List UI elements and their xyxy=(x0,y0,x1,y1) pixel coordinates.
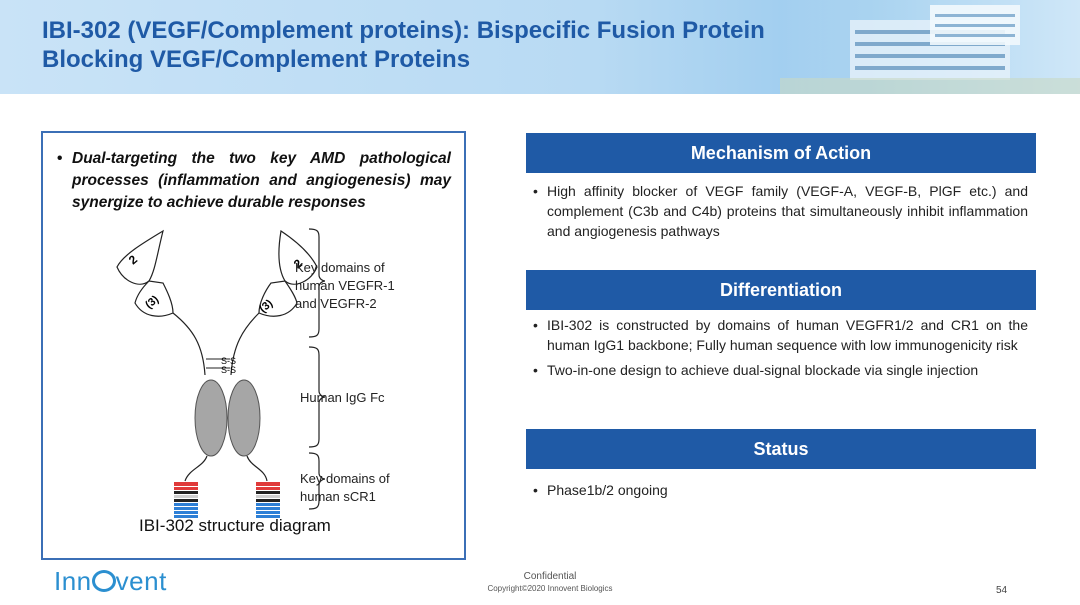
list-item: Two-in-one design to achieve dual-signal… xyxy=(533,360,1028,380)
right-linker xyxy=(247,456,267,481)
building-photo xyxy=(780,0,1080,94)
page-title: IBI-302 (VEGF/Complement proteins): Bisp… xyxy=(42,16,822,74)
title-line-2: Blocking VEGF/Complement Proteins xyxy=(42,45,822,74)
fc-domain-right xyxy=(228,380,260,456)
diagram-caption: IBI-302 structure diagram xyxy=(139,516,331,536)
label-scr1-domains: Key domains of human sCR1 xyxy=(300,470,390,506)
page-number: 54 xyxy=(996,585,1007,596)
section-heading-mechanism: Mechanism of Action xyxy=(526,133,1036,173)
footer-confidential: Confidential Copyright©2020 Innovent Bio… xyxy=(480,571,620,595)
label-vegfr-domains: Key domains of human VEGFR-1 and VEGFR-2 xyxy=(295,259,395,313)
list-item: Phase1b/2 ongoing xyxy=(533,480,1028,500)
section-heading-status: Status xyxy=(526,429,1036,469)
label-igg-fc: Human IgG Fc xyxy=(300,389,385,407)
scr1-block-right xyxy=(256,482,280,518)
section-body-mechanism: High affinity blocker of VEGF family (VE… xyxy=(533,181,1028,246)
list-item: IBI-302 is constructed by domains of hum… xyxy=(533,315,1028,355)
disulfide-label-2: S-S xyxy=(221,365,236,375)
header-banner: IBI-302 (VEGF/Complement proteins): Bisp… xyxy=(0,0,1080,94)
title-line-1: IBI-302 (VEGF/Complement proteins): Bisp… xyxy=(42,16,822,45)
left-hinge xyxy=(173,313,205,375)
section-body-status: Phase1b/2 ongoing xyxy=(533,480,1028,505)
section-heading-differentiation: Differentiation xyxy=(526,270,1036,310)
structure-panel: • Dual-targeting the two key AMD patholo… xyxy=(41,131,466,560)
logo-o-ring-icon xyxy=(92,570,116,592)
section-body-differentiation: IBI-302 is constructed by domains of hum… xyxy=(533,315,1028,385)
left-linker xyxy=(185,456,207,481)
key-point-bullet: • Dual-targeting the two key AMD patholo… xyxy=(57,148,451,214)
left-domain-2 xyxy=(117,231,163,284)
list-item: High affinity blocker of VEGF family (VE… xyxy=(533,181,1028,241)
scr1-block-left xyxy=(174,482,198,518)
bullet-icon: • xyxy=(57,148,62,170)
fc-domain-left xyxy=(195,380,227,456)
